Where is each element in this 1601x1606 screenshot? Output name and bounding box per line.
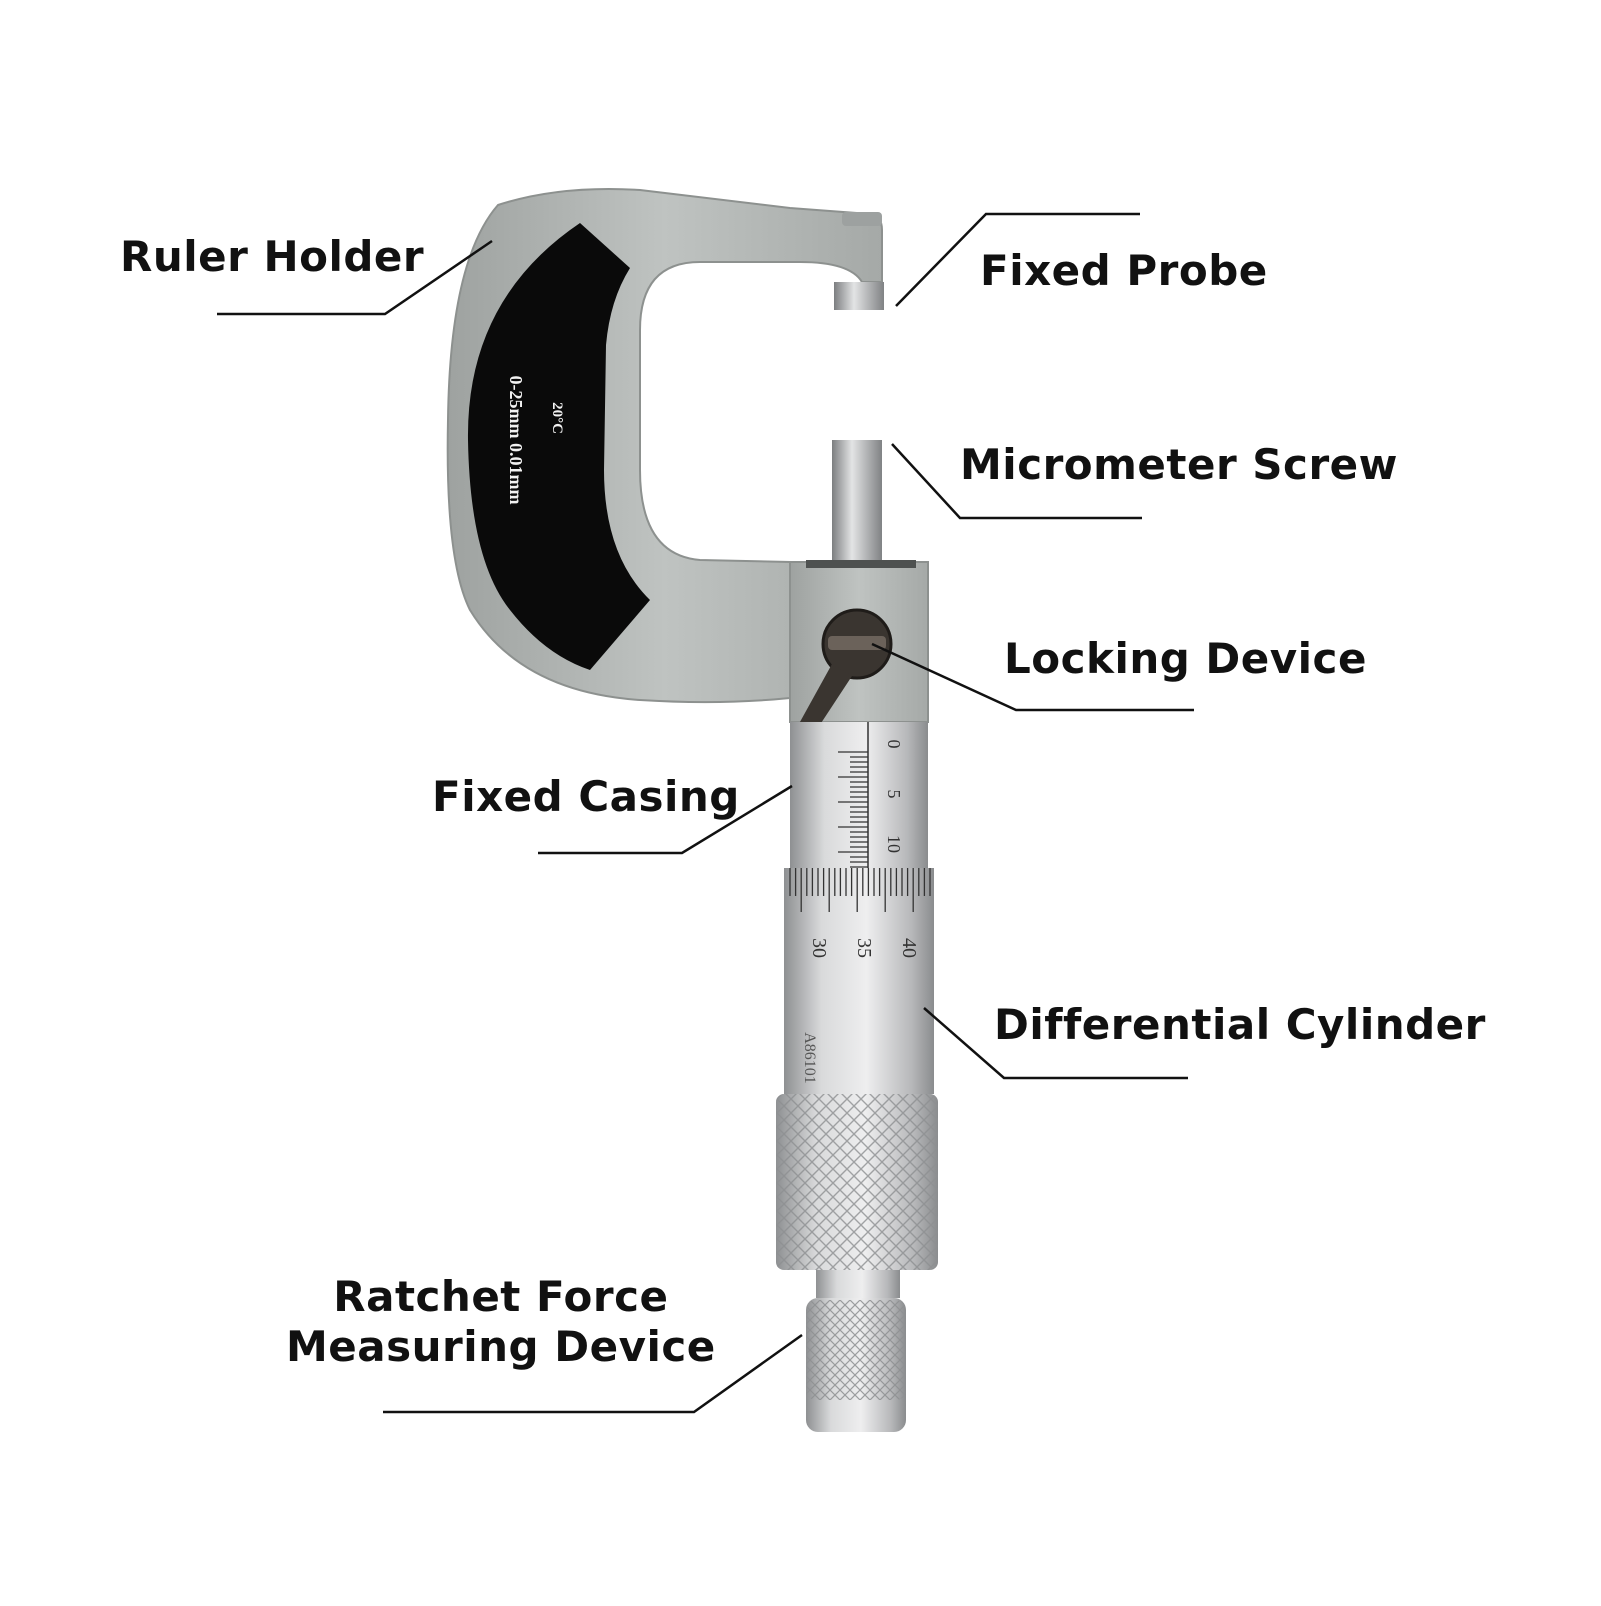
thimble-label: 40: [898, 938, 920, 958]
plate-spec-text: 0-25mm 0.01mm: [506, 376, 526, 505]
serial-number: A86101: [801, 1032, 818, 1084]
leader-locking-device: [871, 642, 1194, 712]
sleeve-tick-marks: [838, 751, 868, 868]
leader-micrometer-screw: [891, 443, 1142, 520]
micrometer-spindle: [832, 440, 882, 565]
leader-ruler-holder: [217, 239, 493, 316]
sleeve-scale-labels: 0 5 10: [884, 740, 904, 854]
ratchet-neck: [816, 1270, 900, 1298]
label-fixed-casing: Fixed Casing: [432, 772, 740, 821]
sleeve-label: 10: [884, 835, 904, 853]
label-differential-cylinder: Differential Cylinder: [994, 1000, 1486, 1049]
plate-temperature-text: 20°C: [549, 402, 565, 434]
sleeve-label: 0: [884, 740, 904, 749]
thimble-label: 35: [853, 938, 875, 958]
label-fixed-probe: Fixed Probe: [980, 246, 1268, 295]
label-ratchet-line2: Measuring Device: [286, 1322, 716, 1372]
thimble-tick-marks: [789, 868, 931, 912]
thimble-label: 30: [808, 938, 830, 958]
leader-ratchet: [383, 1333, 803, 1414]
label-ratchet-line1: Ratchet Force: [333, 1272, 669, 1321]
label-micrometer-screw: Micrometer Screw: [960, 440, 1398, 489]
leader-fixed-casing: [538, 784, 793, 855]
label-ruler-holder: Ruler Holder: [120, 232, 425, 281]
leader-differential-cylinder: [923, 1007, 1188, 1080]
label-ratchet-force-measuring-device: Ratchet Force Measuring Device: [286, 1272, 716, 1373]
leader-fixed-probe: [895, 212, 1140, 307]
fixed-probe: [834, 282, 884, 310]
label-locking-device: Locking Device: [1004, 634, 1367, 683]
ruler-plate: [467, 223, 650, 670]
thimble: [784, 868, 934, 1094]
sleeve-label: 5: [884, 790, 904, 799]
anvil-cap: [842, 212, 882, 226]
thimble-scale-labels: 30 35 40: [808, 938, 920, 958]
